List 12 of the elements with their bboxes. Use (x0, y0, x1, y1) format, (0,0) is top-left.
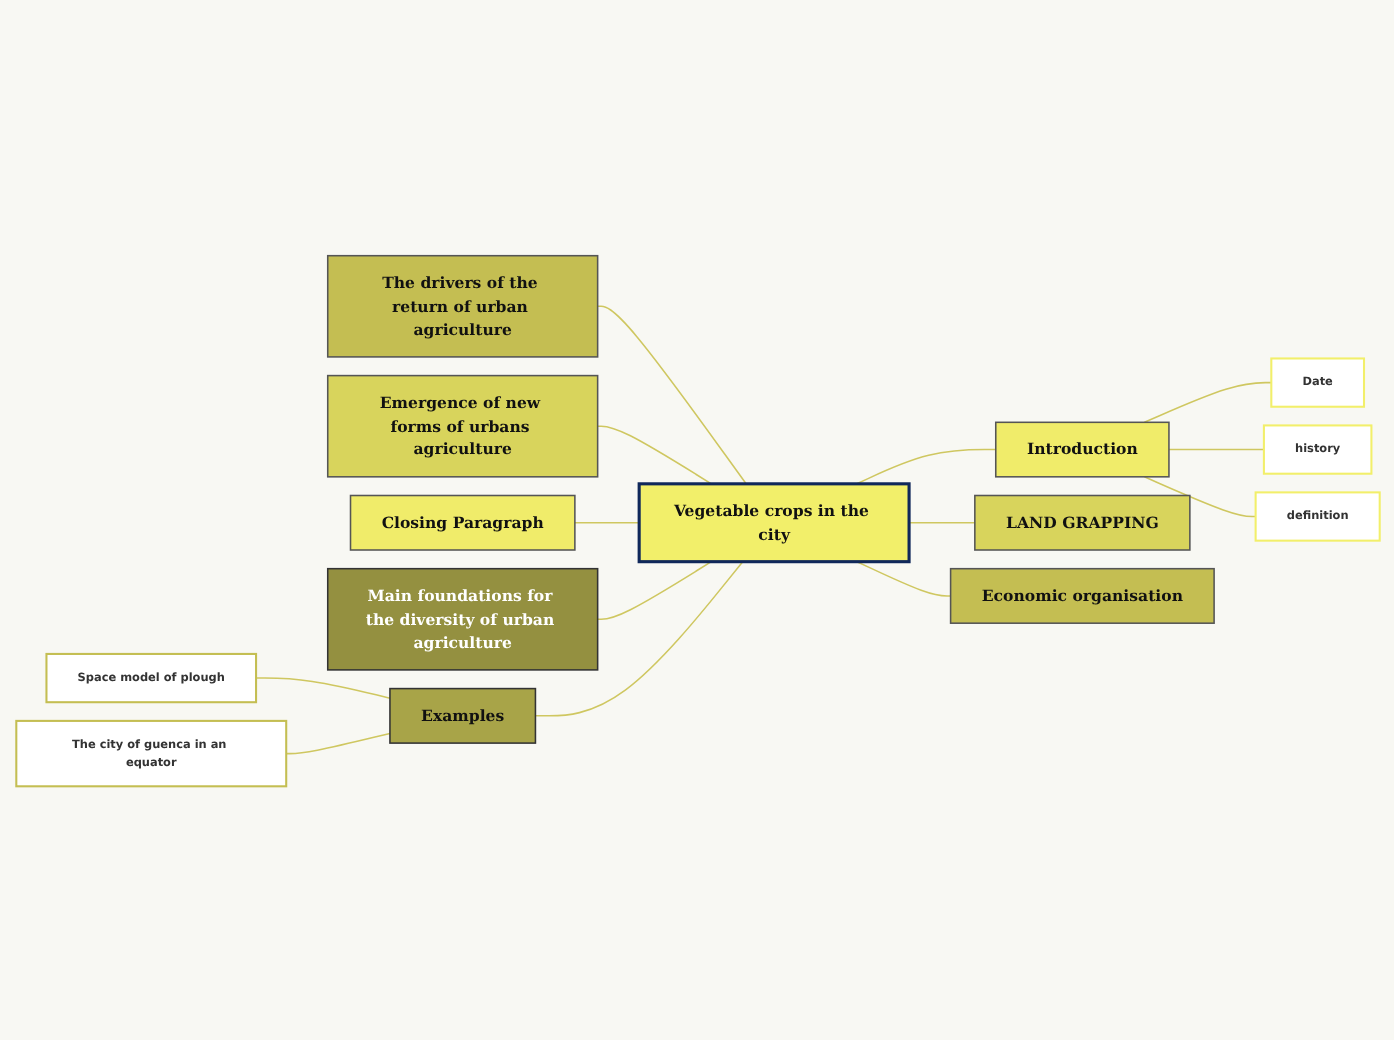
connector (1142, 380, 1272, 423)
connector (533, 559, 743, 716)
connector (595, 559, 712, 620)
connector (573, 520, 639, 523)
connector (1167, 447, 1264, 450)
connector (907, 520, 975, 523)
connector (1142, 475, 1256, 517)
connector (855, 559, 951, 596)
connector (284, 731, 390, 754)
connector (595, 304, 746, 484)
connector (595, 424, 712, 484)
connector (254, 676, 390, 698)
